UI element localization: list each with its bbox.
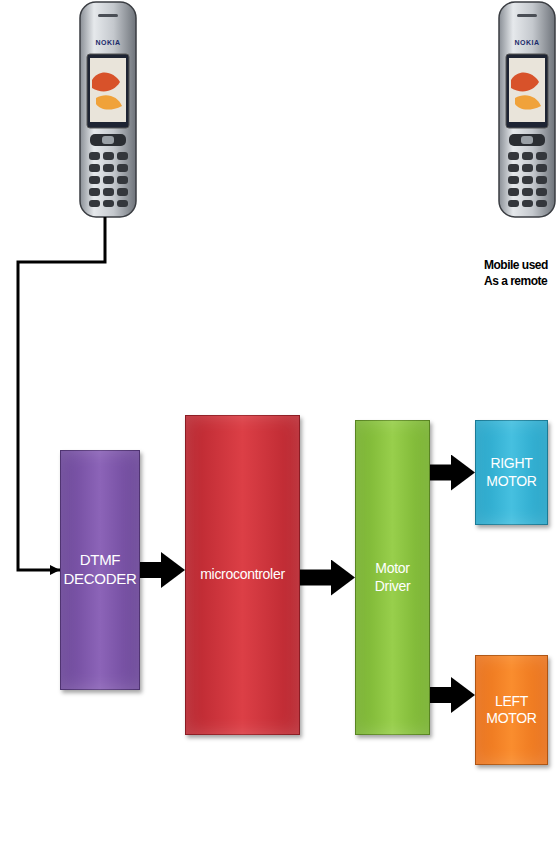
process-box: LEFT MOTOR [475, 655, 548, 765]
box-label: DTMF DECODER [61, 549, 139, 591]
block-arrow [430, 465, 451, 481]
block-arrow [430, 687, 451, 703]
block-arrow [300, 570, 331, 586]
remote-caption: Mobile used As a remote [484, 258, 560, 289]
block-arrow [140, 562, 161, 578]
phone-illustration [80, 2, 136, 217]
process-box: RIGHT MOTOR [475, 420, 548, 525]
brand-mark: NOKIA [80, 38, 136, 47]
brand-mark: NOKIA [499, 38, 555, 47]
box-label: LEFT MOTOR [476, 691, 547, 730]
process-box: Motor Driver [355, 420, 430, 735]
process-box: DTMF DECODER [60, 450, 140, 690]
phone-illustration [499, 2, 555, 217]
box-label: RIGHT MOTOR [476, 453, 547, 492]
box-label: Motor Driver [356, 558, 429, 597]
process-box: microcontroler [185, 415, 300, 735]
box-label: microcontroler [198, 564, 287, 586]
